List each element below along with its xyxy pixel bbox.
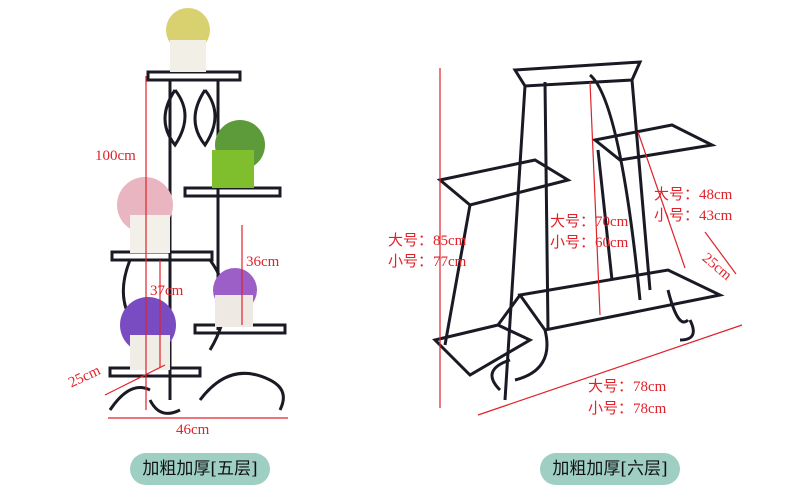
right-middle-small: 小号：60cm xyxy=(550,235,629,251)
right-height-large: 大号：85cm xyxy=(388,233,467,249)
right-height-small: 小号：77cm xyxy=(388,254,467,270)
right-side-large: 大号：48cm xyxy=(654,187,733,203)
left-width-label: 46cm xyxy=(176,422,210,438)
six-tier-dimensions xyxy=(439,68,743,416)
five-tier-caption: 加粗加厚[五层] xyxy=(130,453,270,485)
six-tier-caption: 加粗加厚[六层] xyxy=(540,453,680,485)
right-side-small: 小号：43cm xyxy=(654,208,733,224)
right-width-large: 大号：78cm xyxy=(588,379,667,395)
left-height-label: 100cm xyxy=(95,148,136,164)
left-upper-gap-label: 36cm xyxy=(246,254,280,270)
five-tier-dimensions xyxy=(104,76,288,419)
right-middle-large: 大号：70cm xyxy=(550,214,629,230)
left-lower-gap-label: 37cm xyxy=(150,283,184,299)
six-tier-stand xyxy=(432,60,725,401)
flower-pots xyxy=(117,8,265,370)
right-width-small: 小号：78cm xyxy=(588,401,667,417)
